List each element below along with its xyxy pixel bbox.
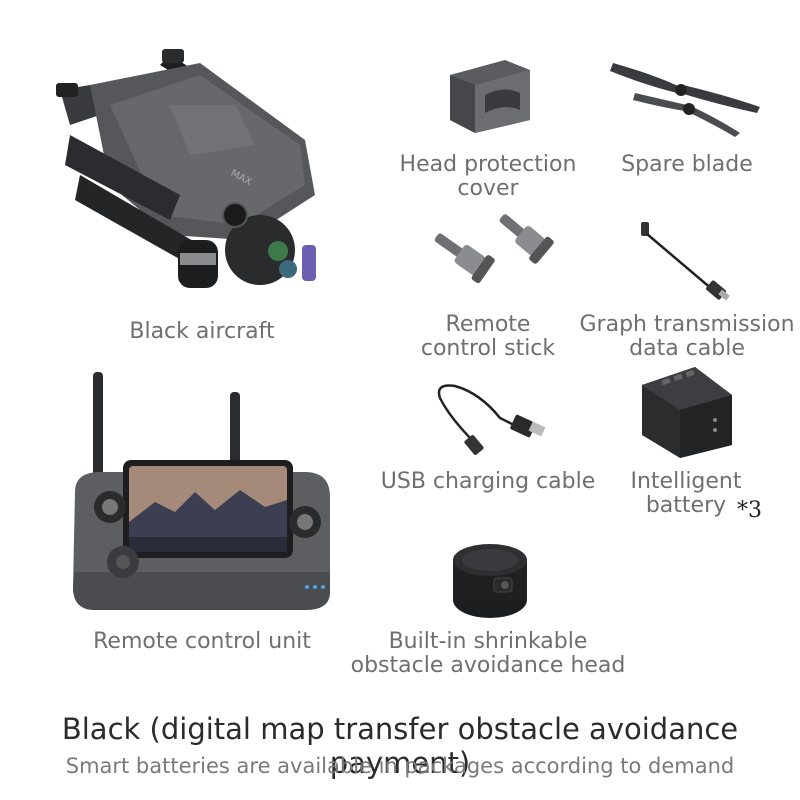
control-stick-label-line-1: Remote (445, 312, 531, 337)
aircraft-label: Black aircraft (129, 319, 275, 344)
control-stick-label-line-2: control stick (420, 336, 556, 361)
head-cover-label: Head protection cover (400, 153, 577, 201)
spare-blade-image (610, 63, 760, 137)
control-stick-image (434, 214, 554, 284)
remote-unit-image (73, 372, 330, 610)
usb-cable-image (437, 384, 546, 455)
battery-label: Intelligent battery (631, 470, 742, 518)
obstacle-head-label-line-2: obstacle avoidance head (350, 653, 626, 678)
head-cover-image (450, 60, 530, 133)
battery-image (642, 367, 732, 458)
obstacle-head-image (453, 544, 527, 618)
data-cable-label: Graph transmission data cable (579, 313, 794, 361)
data-cable-label-line-1: Graph transmission (579, 312, 795, 337)
drone-image: MAX (56, 49, 316, 288)
head-cover-label-line-2: cover (457, 176, 519, 201)
obstacle-head-label-line-1: Built-in shrinkable (388, 629, 588, 654)
package-subtitle: Smart batteries are available in package… (65, 754, 735, 778)
obstacle-head-label: Built-in shrinkable obstacle avoidance h… (351, 630, 626, 678)
control-stick-label: Remote control stick (421, 313, 555, 361)
data-cable-label-line-2: data cable (629, 336, 745, 361)
data-cable-image (641, 222, 730, 301)
battery-label-line-1: Intelligent (630, 469, 742, 494)
spare-blade-label: Spare blade (621, 152, 753, 177)
battery-quantity: *3 (737, 498, 762, 523)
head-cover-label-line-1: Head protection (399, 152, 577, 177)
usb-cable-label: USB charging cable (380, 469, 596, 494)
battery-label-line-2: battery (645, 493, 727, 518)
remote-unit-label: Remote control unit (93, 629, 311, 654)
package-title: Black (digital map transfer obstacle avo… (61, 712, 739, 780)
